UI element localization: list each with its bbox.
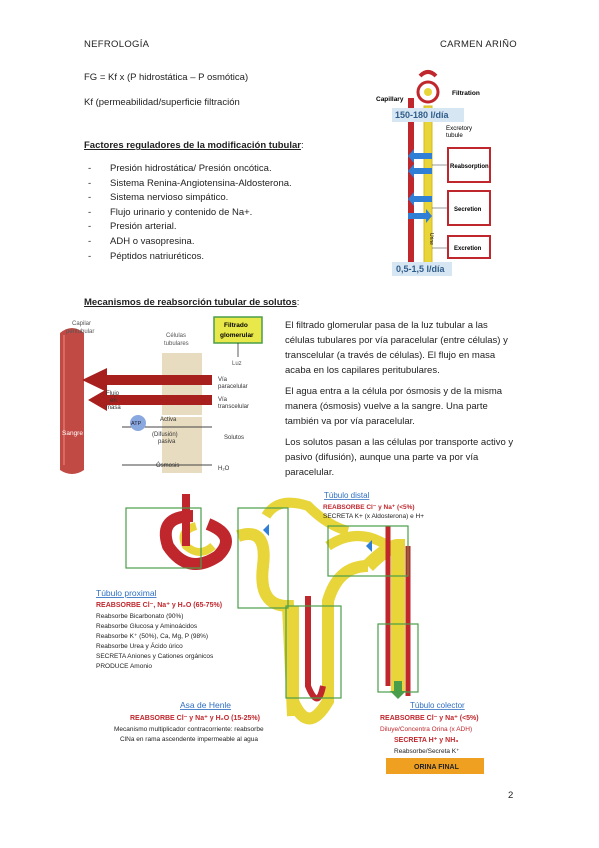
proximal-line: REABSORBE Cl⁻, Na⁺ y H₂O (65-75%)	[96, 602, 222, 609]
proximal-title: Túbulo proximal	[96, 588, 157, 598]
list-item: Presión hidrostática/ Presión oncótica.	[84, 162, 344, 177]
collector-line-4: Reabsorbe/Secreta K⁺	[394, 748, 460, 755]
label-difusion: (Difusión)	[152, 432, 178, 438]
distal-line-2: SECRETA K+ (x Aldosterona) e H+	[323, 513, 424, 520]
rate-bottom: 0,5-1,5 l/día	[396, 264, 446, 274]
label-glomerular: glomerular	[220, 332, 254, 339]
label-atp: ATP	[131, 421, 142, 427]
label-celulas: Células	[166, 333, 186, 339]
paragraph: El agua entra a la célula por ósmosis y …	[285, 386, 503, 427]
label-excretion: Excretion	[454, 246, 482, 252]
label-masa: masa	[106, 405, 121, 411]
label-peritubular: peritubular	[66, 329, 94, 335]
list-item: Sistema Renina-Angiotensina-Aldosterona.	[84, 177, 344, 192]
label-filtrado: Filtrado	[224, 322, 248, 329]
list-item: Presión arterial.	[84, 220, 344, 235]
list-item: Flujo urinario y contenido de Na+.	[84, 206, 344, 221]
paragraph: Los solutos pasan a las células por tran…	[285, 437, 514, 478]
mechanisms-title: Mecanismos de reabsorción tubular de sol…	[84, 297, 297, 308]
label-h2o: H₂O	[218, 466, 230, 472]
label-via-1: Vía	[218, 377, 228, 383]
filtration-figure: Capillary Filtration 150-180 l/día Excre…	[376, 70, 491, 276]
factors-title: Factores reguladores de la modificación …	[84, 140, 301, 151]
factors-heading: Factores reguladores de la modificación …	[84, 140, 304, 151]
proximal-line: Reabsorbe Bicarbonato (90%)	[96, 613, 183, 620]
paragraph: El filtrado glomerular pasa de la luz tu…	[285, 320, 508, 376]
reabsorption-figure: Capilar peritubular Células tubulares Fi…	[60, 316, 263, 474]
header-left: NEFROLOGÍA	[84, 39, 150, 50]
label-pasiva: pasiva	[158, 439, 176, 445]
distal-line-1: REABSORBE Cl⁻ y Na⁺ (<5%)	[323, 504, 415, 511]
page-number: 2	[508, 790, 514, 801]
label-en: en	[110, 398, 117, 404]
label-activa: Activa	[160, 417, 177, 423]
mechanisms-text: El filtrado glomerular pasa de la luz tu…	[285, 318, 517, 486]
factors-list: Presión hidrostática/ Presión oncótica. …	[84, 162, 344, 264]
label-secretion: Secretion	[454, 207, 482, 213]
mechanisms-heading: Mecanismos de reabsorción tubular de sol…	[84, 297, 300, 308]
label-filtration: Filtration	[452, 90, 480, 97]
list-item: Péptidos natriuréticos.	[84, 250, 344, 265]
collector-line-1: REABSORBE Cl⁻ y Na⁺ (<5%)	[380, 715, 479, 722]
formula-fg: FG = Kf x (P hidrostática – P osmótica)	[84, 72, 249, 83]
final-urine-label: ORINA FINAL	[414, 764, 460, 771]
proximal-line: PRODUCE Amonio	[96, 663, 152, 670]
collector-line-2: Diluye/Concentra Orina (x ADH)	[380, 726, 472, 733]
henle-title: Asa de Henle	[180, 700, 231, 710]
label-capillary: Capillary	[376, 96, 404, 103]
proximal-line: SECRETA Aniones y Cationes orgánicos	[96, 653, 214, 660]
label-flujo: Flujo	[106, 391, 120, 397]
formula-kf: Kf (permeabilidad/superficie filtración	[84, 97, 240, 108]
label-excretory: Excretory	[446, 125, 473, 132]
label-osmosis: Ósmosis	[156, 462, 179, 469]
distal-title: Túbulo distal	[324, 491, 370, 500]
label-reabsorption: Reabsorption	[450, 164, 489, 170]
label-sangre: Sangre	[62, 430, 83, 437]
henle-line-3: ClNa en rama ascendente impermeable al a…	[120, 736, 258, 743]
proximal-line: Reabsorbe Urea y Ácido úrico	[96, 641, 183, 650]
henle-line-2: Mecanismo multiplicador contracorriente:…	[114, 726, 264, 733]
proximal-line: Reabsorbe K⁺ (50%), Ca, Mg, P (98%)	[96, 633, 208, 640]
collector-line-3: SECRETA H⁺ y NH₃	[394, 737, 459, 744]
label-transcelular: transcelular	[218, 404, 249, 410]
proximal-line: Reabsorbe Glucosa y Aminoácidos	[96, 623, 198, 630]
henle-line-1: REABSORBE Cl⁻ y Na⁺ y H₂O (15-25%)	[130, 715, 260, 722]
label-paracelular: paracelular	[218, 384, 248, 390]
label-urine: Urine	[428, 233, 434, 245]
header-right: CARMEN ARIÑO	[440, 39, 517, 50]
label-luz: Luz	[232, 361, 242, 367]
list-item: Sistema nervioso simpático.	[84, 191, 344, 206]
label-tubule: tubule	[446, 132, 463, 139]
label-capilar: Capilar	[72, 321, 91, 327]
label-solutos: Solutos	[224, 435, 244, 441]
rate-top: 150-180 l/día	[395, 110, 450, 120]
nephron-figure: Túbulo distal REABSORBE Cl⁻ y Na⁺ (<5%) …	[96, 491, 484, 774]
list-item: ADH o vasopresina.	[84, 235, 344, 250]
label-via-2: Vía	[218, 397, 228, 403]
label-tubulares: tubulares	[164, 341, 189, 347]
collector-title: Túbulo colector	[410, 701, 465, 710]
